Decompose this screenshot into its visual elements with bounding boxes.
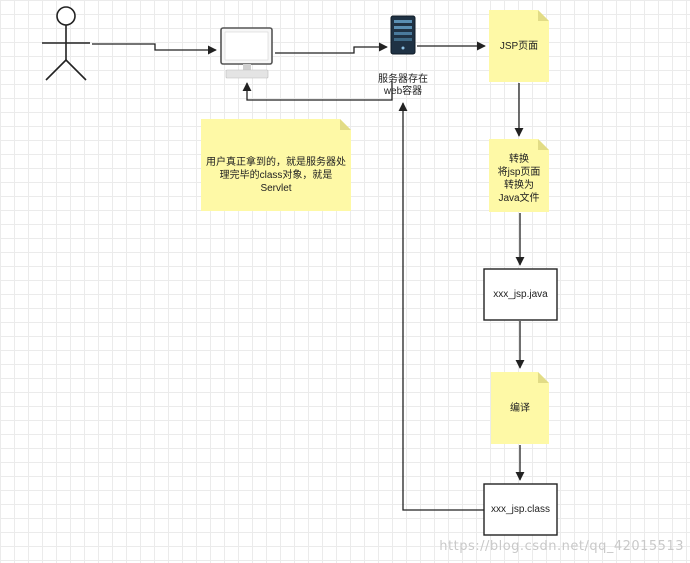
- note-user-explanation: [201, 119, 351, 211]
- note-convert-line4: Java文件: [498, 193, 540, 204]
- note-convert: [489, 139, 549, 212]
- note-convert-line3: 转换为: [504, 180, 534, 191]
- server-label-line2: web容器: [383, 86, 423, 97]
- note-convert-line2: 将jsp页面: [497, 167, 541, 178]
- note-jsp-text: JSP页面: [499, 41, 539, 52]
- server-label-line1: 服务器存在: [378, 74, 428, 85]
- user-actor-icon: [42, 6, 90, 81]
- arrow-class-to-server: [398, 102, 484, 511]
- box-jsp-class: [483, 483, 558, 536]
- note-user-text: 用户真正拿到的，就是服务器处理完毕的class对象，就是Servlet: [206, 157, 346, 194]
- note-compile-text: 编译: [510, 403, 530, 414]
- note-jsp-page: [489, 10, 549, 82]
- watermark-text: https://blog.csdn.net/qq_42015513: [439, 539, 684, 554]
- server-icon: [390, 15, 416, 55]
- box-class-text: xxx_jsp.class: [491, 504, 550, 515]
- arrow-computer-to-server: [275, 42, 388, 54]
- box-jsp-java: [483, 268, 558, 321]
- box-java-text: xxx_jsp.java: [493, 289, 548, 300]
- arrow-server-to-computer: [242, 81, 393, 101]
- computer-monitor-icon: [220, 27, 273, 79]
- note-convert-line1: 转换: [509, 154, 529, 165]
- arrow-user-to-computer: [92, 43, 217, 55]
- note-convert-text: 转换 将jsp页面 转换为 Java文件: [489, 153, 549, 205]
- note-compile: [491, 372, 549, 444]
